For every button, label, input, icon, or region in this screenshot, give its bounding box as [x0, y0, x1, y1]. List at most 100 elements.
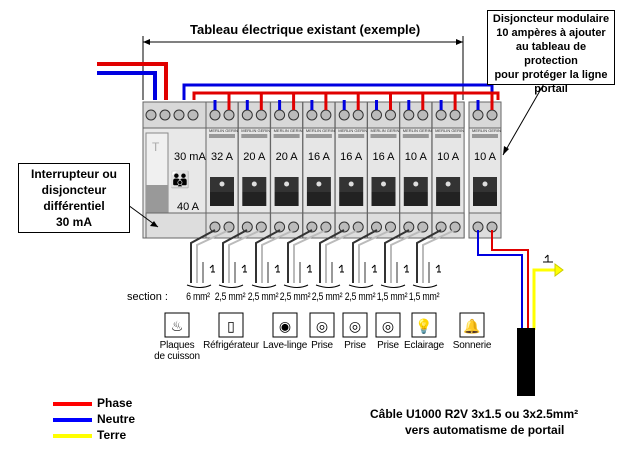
washing-machine-icon: [272, 312, 298, 338]
terminal-screw: [403, 109, 415, 121]
terminal-screw: [223, 109, 235, 121]
bell-icon: [459, 312, 485, 338]
bell-icon-glyph: 🔔: [463, 318, 480, 335]
callout-line: portail: [534, 83, 568, 95]
section-brace: [283, 284, 309, 288]
portail-neutre-wire: [477, 230, 523, 330]
appliance-label: Réfrigérateur: [203, 340, 259, 351]
section-value: 1,5 mm²: [376, 291, 408, 303]
terminal-screw: [187, 109, 199, 121]
section-value: 1,5 mm²: [408, 291, 440, 303]
terminal-screw: [449, 109, 461, 121]
brand-label: MERLIN GERIN: [241, 128, 271, 133]
terminal-screw: [435, 221, 447, 233]
brand-label: MERLIN GERIN: [402, 128, 432, 133]
section-value: 2,5 mm²: [344, 291, 376, 303]
callout-line: pour protéger la ligne: [494, 69, 608, 81]
socket-icon-glyph: ◎: [316, 318, 328, 334]
fridge-icon-glyph: ▯: [227, 318, 235, 334]
legend-label: Phase: [97, 396, 133, 410]
terminal-screw: [255, 109, 267, 121]
callout-line: différentiel: [43, 199, 105, 213]
section-label: section :: [127, 291, 168, 303]
terminal-screw: [306, 221, 318, 233]
brand-label: MERLIN GERIN: [370, 128, 400, 133]
breaker-toggle: [403, 192, 428, 206]
brand-plate: [435, 134, 462, 138]
terminal-screw: [288, 221, 300, 233]
handle-dot: [219, 181, 225, 187]
breaker-toggle: [371, 192, 396, 206]
handle-dot: [316, 181, 322, 187]
section-brace: [251, 284, 277, 288]
earth-icon: [403, 264, 409, 273]
cooktop-icon: [164, 312, 190, 338]
outgoing-phase-wire: [190, 229, 216, 283]
terminal-screw: [352, 221, 364, 233]
terminal-screw: [352, 109, 364, 121]
handle-dot: [251, 181, 257, 187]
earth-icon: [543, 254, 553, 263]
bulb-icon-glyph: 💡: [415, 318, 432, 335]
appliance-label: Prise: [344, 340, 366, 351]
terminal-screw: [288, 109, 300, 121]
brand-plate: [338, 134, 365, 138]
bulb-icon: [411, 312, 437, 338]
terminal-screw: [435, 109, 447, 121]
outgoing-phase-wire: [319, 229, 345, 283]
terminal-screw: [486, 109, 498, 121]
legend-label: Terre: [97, 428, 127, 442]
brand-plate: [472, 134, 498, 138]
breaker-rating: 10 A: [404, 151, 427, 163]
terminal-screw: [209, 109, 221, 121]
handle-dot: [381, 181, 386, 187]
callout-line: Interrupteur ou: [31, 167, 117, 181]
earth-icon: [306, 264, 312, 273]
portail-cable: [517, 328, 535, 396]
brand-label: MERLIN GERIN: [273, 128, 303, 133]
outgoing-neutre-wire: [358, 229, 392, 283]
brand-plate: [402, 134, 429, 138]
outgoing-neutre-wire: [422, 229, 456, 283]
outgoing-phase-wire: [222, 229, 248, 283]
terminal-screw: [274, 109, 286, 121]
earth-icon: [338, 264, 344, 273]
diff-test-label: T: [152, 140, 160, 154]
handle-dot: [348, 181, 354, 187]
section-brace: [315, 284, 341, 288]
brand-label: MERLIN GERIN: [338, 128, 368, 133]
socket-icon-glyph: ◎: [349, 318, 361, 334]
terminal-screw: [338, 109, 350, 121]
outgoing-neutre-wire: [196, 229, 230, 283]
breaker-toggle: [306, 192, 331, 206]
terminal-screw: [306, 109, 318, 121]
terminal-screw: [417, 221, 429, 233]
terminal-screw: [159, 109, 171, 121]
terminal-screw: [223, 221, 235, 233]
title: Tableau électrique existant (exemple): [190, 22, 421, 37]
brand-plate: [209, 134, 235, 138]
brand-plate: [370, 134, 397, 138]
socket-icon: [309, 312, 335, 338]
outgoing-neutre-wire: [390, 229, 424, 283]
terminal-screw: [338, 221, 350, 233]
family-icon: 👪: [170, 170, 190, 189]
appliance-label: Lave-linge: [262, 340, 308, 351]
cable-text-1: Câble U1000 R2V 3x1.5 ou 3x2.5mm²: [370, 407, 579, 421]
outgoing-phase-wire: [287, 229, 313, 283]
appliance-label: Prise: [377, 340, 399, 351]
socket-icon-glyph: ◎: [382, 318, 394, 334]
callout-arrowhead: [150, 221, 158, 227]
appliance-label: Prise: [311, 340, 333, 351]
brand-plate: [273, 134, 300, 138]
brand-label: MERLIN GERIN: [472, 128, 501, 133]
terminal-screw: [371, 221, 382, 233]
section-value: 2,5 mm²: [279, 291, 311, 303]
terminal-screw: [449, 221, 461, 233]
cooktop-icon-glyph: ♨: [171, 318, 184, 334]
callout-line: au tableau de protection: [515, 41, 587, 67]
outgoing-neutre-wire: [261, 229, 295, 283]
section-brace: [218, 284, 244, 288]
